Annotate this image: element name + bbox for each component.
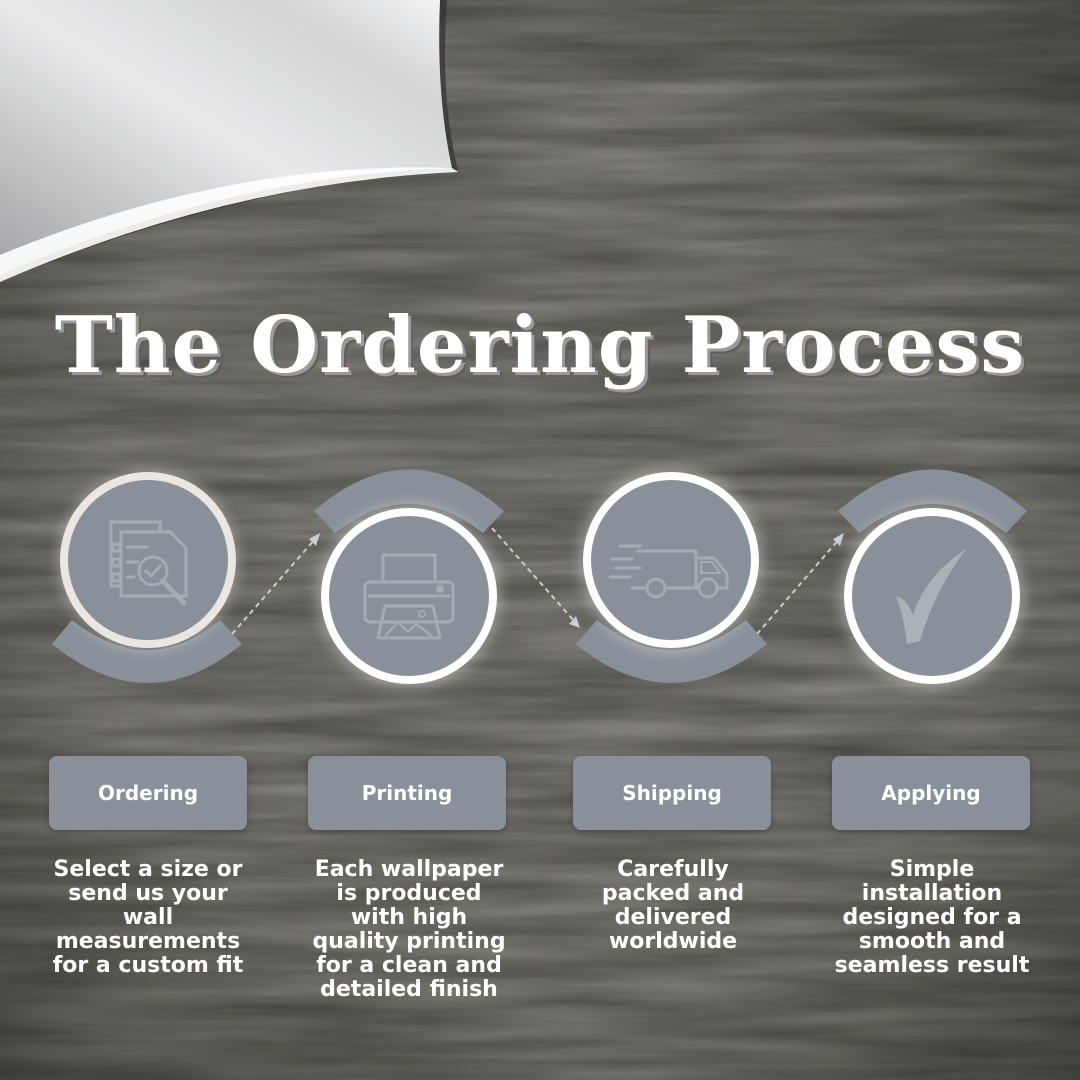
connector-arrow-2 bbox=[491, 527, 576, 623]
shipping-circle bbox=[579, 468, 763, 652]
printer-icon bbox=[363, 553, 455, 640]
step-description-shipping: Carefully packed and delivered worldwide bbox=[601, 857, 745, 954]
applying-arc-band bbox=[838, 469, 1027, 533]
step-description-ordering: Select a size or send us your wall measu… bbox=[52, 857, 244, 978]
step-label-applying: Applying bbox=[832, 756, 1030, 830]
applying-circle bbox=[840, 504, 1024, 688]
document-search-icon bbox=[109, 520, 188, 606]
step-label-shipping: Shipping bbox=[573, 756, 771, 830]
ordering-arc-band bbox=[52, 620, 242, 683]
step-label-ordering: Ordering bbox=[49, 756, 247, 830]
step-description-applying: Simple installation designed for a smoot… bbox=[834, 857, 1030, 978]
printing-circle bbox=[317, 504, 501, 688]
checkmark-icon bbox=[896, 549, 966, 644]
step-label-printing: Printing bbox=[308, 756, 506, 830]
ordering-circle bbox=[58, 470, 238, 650]
printing-arc-band bbox=[314, 469, 504, 533]
connector-arrow-1 bbox=[231, 537, 317, 635]
connector-arrow-3 bbox=[756, 537, 841, 635]
step-description-printing: Each wallpaper is produced with high qua… bbox=[312, 857, 506, 1002]
page-curl-decoration bbox=[0, 0, 458, 282]
page-title: The Ordering Process bbox=[54, 300, 1026, 391]
delivery-truck-icon bbox=[608, 544, 729, 599]
process-diagram bbox=[52, 468, 1027, 688]
